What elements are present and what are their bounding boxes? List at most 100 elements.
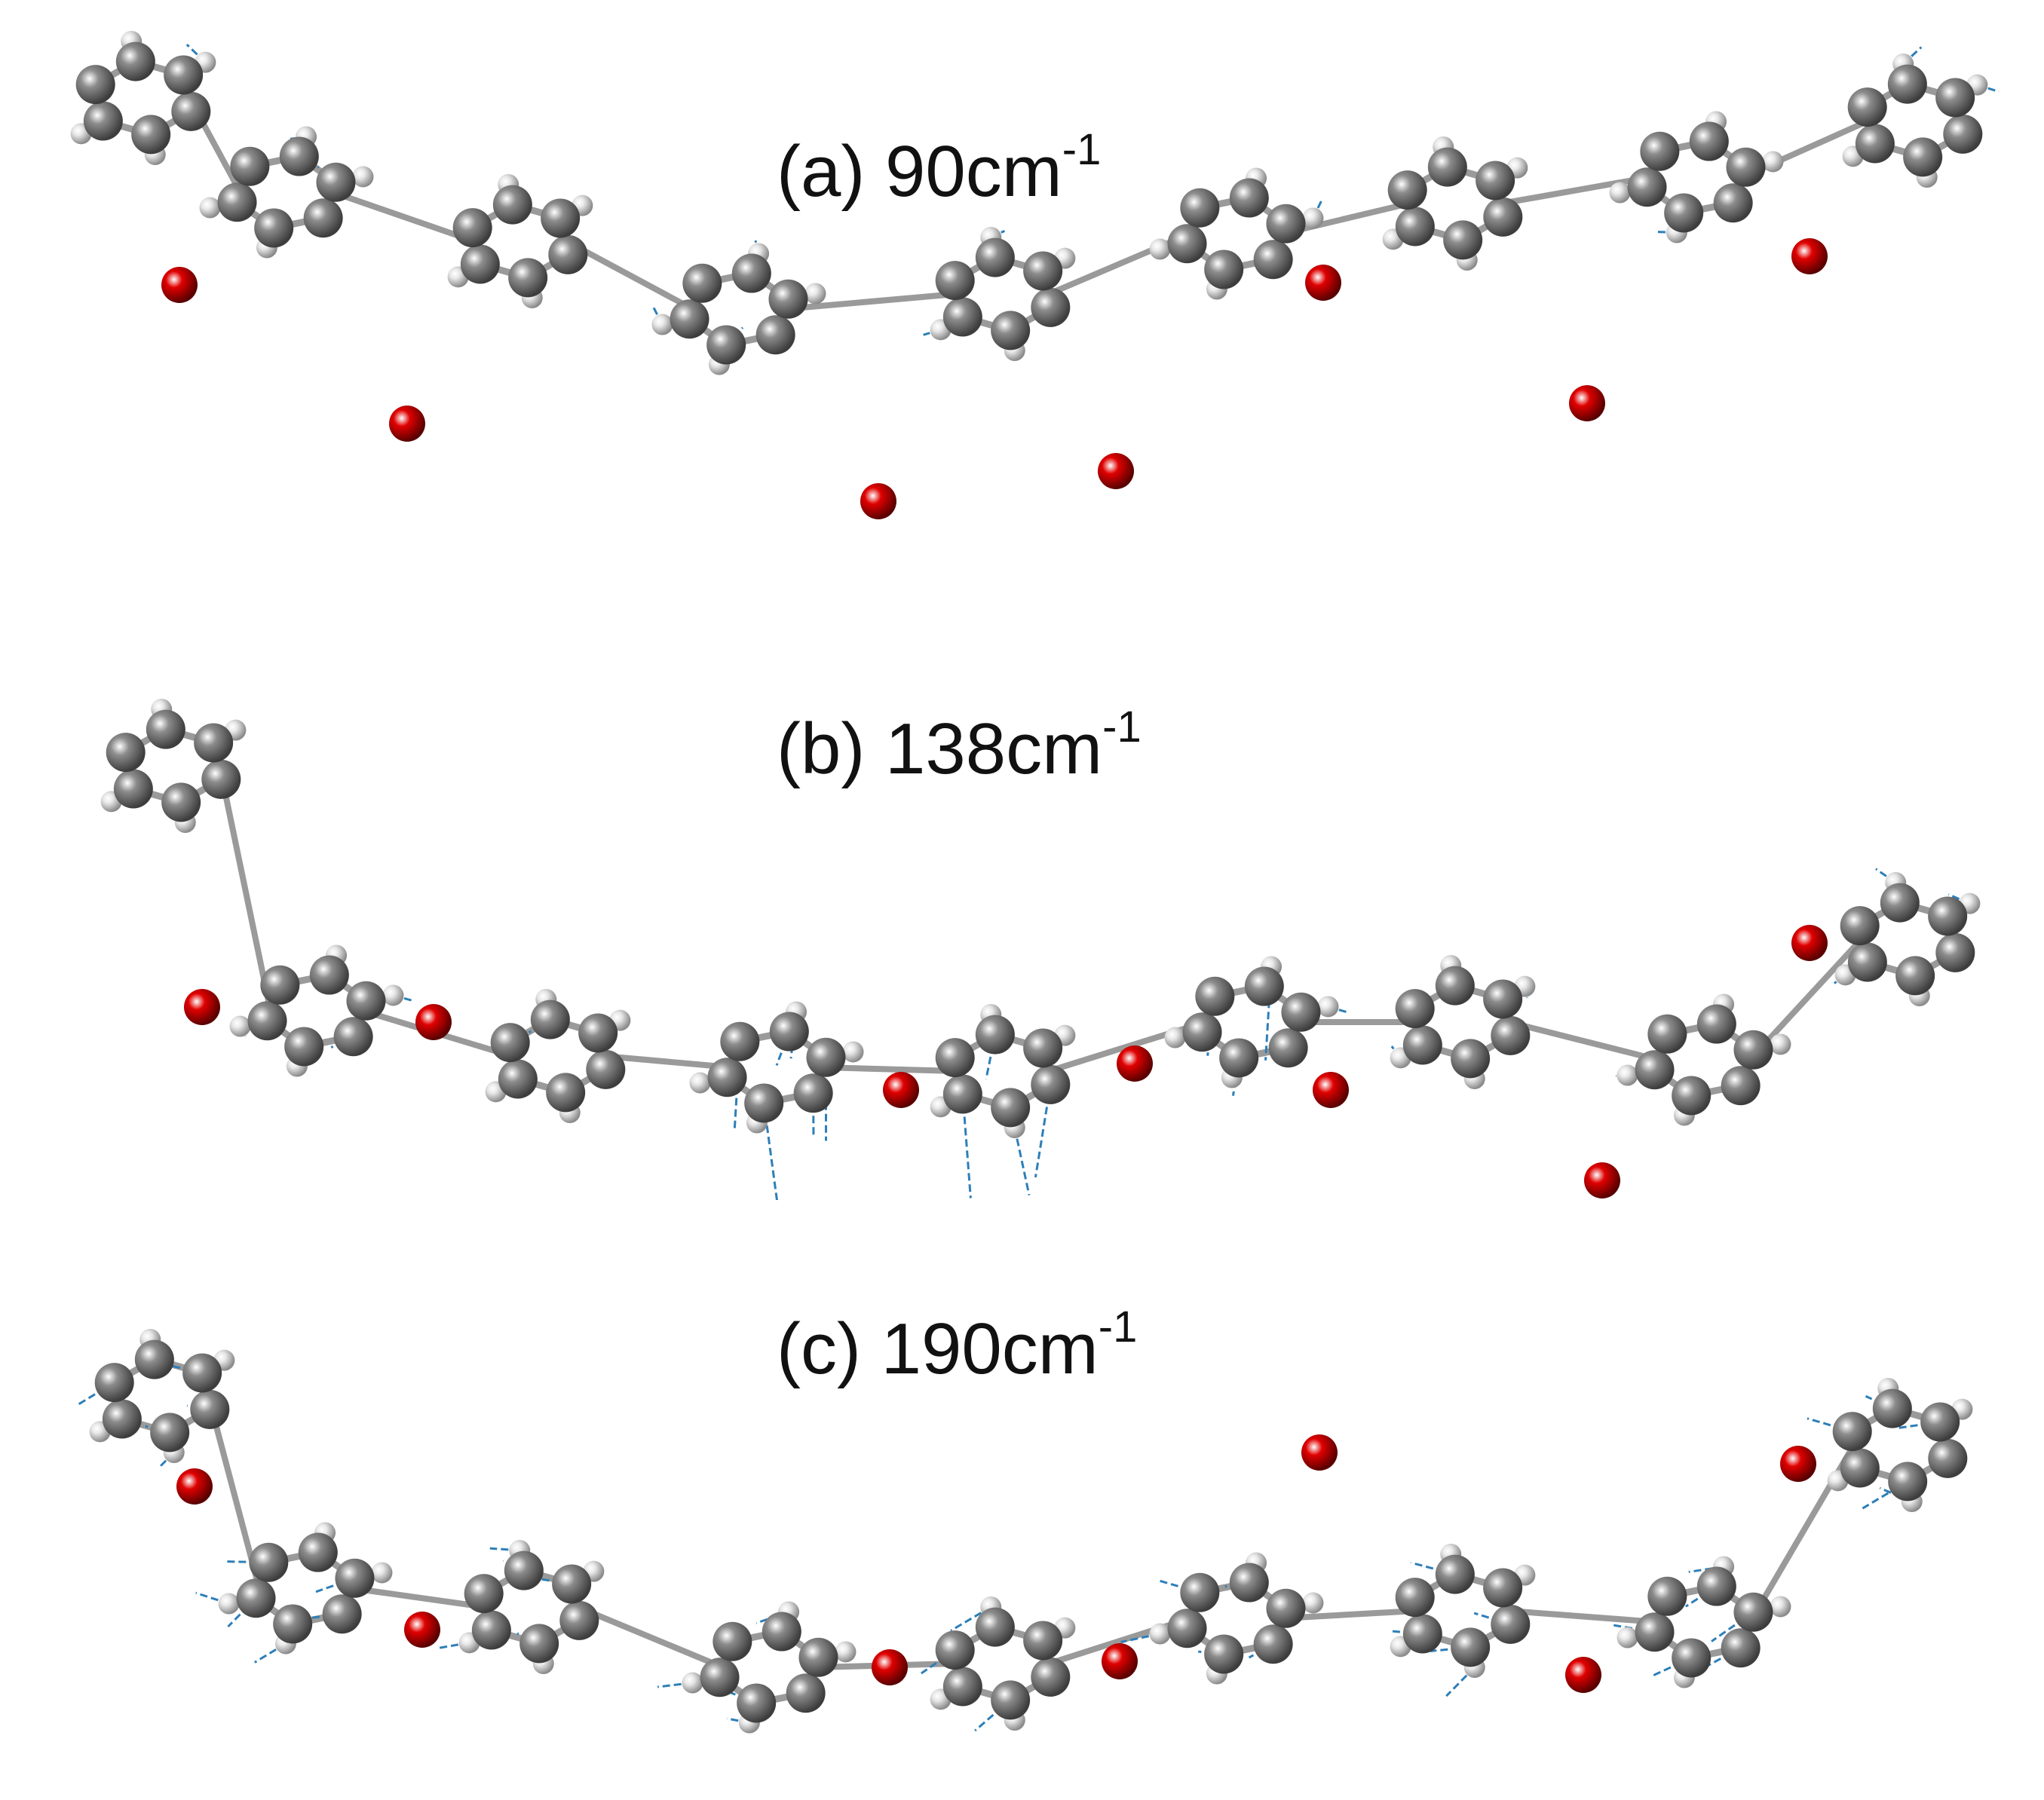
carbon-atom xyxy=(1031,288,1070,327)
carbon-atom xyxy=(1672,1638,1711,1677)
carbon-atom xyxy=(586,1050,625,1089)
carbon-atom xyxy=(1451,1627,1490,1667)
carbon-atom xyxy=(541,198,580,237)
carbon-atom xyxy=(1254,1624,1293,1664)
carbon-atom xyxy=(1647,1015,1687,1054)
carbon-atom xyxy=(806,1038,845,1077)
carbon-atom xyxy=(706,325,746,364)
label-exponent: -1 xyxy=(1099,1303,1138,1352)
carbon-atom xyxy=(114,770,153,809)
panel-a: (a) 90cm-1 xyxy=(0,0,2044,600)
carbon-atom xyxy=(1928,896,1967,935)
oxygen-atom xyxy=(1098,453,1134,489)
carbon-atom xyxy=(190,1390,229,1429)
carbon-atom xyxy=(1903,137,1942,176)
carbon-atom xyxy=(682,264,722,303)
carbon-atom xyxy=(1491,1605,1530,1644)
hydrogen-atom xyxy=(1617,1065,1638,1086)
carbon-atom xyxy=(1672,1076,1711,1115)
carbon-atom xyxy=(936,261,975,300)
carbon-atom xyxy=(453,208,492,247)
carbon-atom xyxy=(552,1564,591,1603)
molecule-a xyxy=(0,0,2044,600)
molecule-c xyxy=(0,1200,2044,1800)
carbon-atom xyxy=(578,1013,617,1052)
carbon-atom xyxy=(1443,220,1482,259)
carbon-atom xyxy=(936,1630,975,1670)
carbon-atom xyxy=(498,1060,538,1099)
carbon-atom xyxy=(1721,1628,1761,1667)
carbon-atom xyxy=(504,1551,544,1590)
hydrogen-atom xyxy=(230,1016,251,1037)
hydrogen-atom xyxy=(652,314,673,335)
carbon-atom xyxy=(1168,1609,1207,1648)
hydrogen-atom xyxy=(371,1562,392,1583)
carbon-atom xyxy=(1733,1030,1773,1070)
carbon-atom xyxy=(76,65,115,104)
oxygen-atom xyxy=(415,1004,452,1040)
carbon-atom xyxy=(304,198,343,237)
carbon-atom xyxy=(1721,1066,1761,1105)
carbon-atom xyxy=(1476,161,1515,200)
carbon-atom xyxy=(1403,1026,1442,1065)
carbon-atom xyxy=(936,1038,975,1077)
atoms xyxy=(90,1329,1973,1734)
panel-label-a: (a) 90cm-1 xyxy=(777,128,1101,208)
carbon-atom xyxy=(991,311,1030,350)
carbon-atom xyxy=(756,315,795,354)
oxygen-atom xyxy=(1305,265,1341,301)
oxygen-atom xyxy=(872,1649,908,1685)
carbon-atom xyxy=(1888,65,1927,104)
hydrogen-atom xyxy=(1762,151,1783,172)
oxygen-atom xyxy=(1780,1446,1816,1482)
carbon-atom xyxy=(1254,240,1293,279)
oxygen-atom xyxy=(404,1612,440,1648)
panel-b: (b) 138cm-1 xyxy=(0,600,2044,1200)
label-text: (b) 138cm xyxy=(777,709,1102,789)
linker-bond xyxy=(219,766,271,1011)
carbon-atom xyxy=(943,1075,982,1114)
carbon-atom xyxy=(1690,122,1729,161)
carbon-atom xyxy=(1840,1449,1880,1488)
carbon-atom xyxy=(1436,966,1475,1006)
oxygen-atom xyxy=(1584,1162,1620,1198)
carbon-atom xyxy=(1031,1658,1070,1697)
oxygen-atom xyxy=(184,989,220,1025)
carbon-atom xyxy=(531,1000,570,1039)
oxygen-atom xyxy=(1791,925,1828,961)
carbon-atom xyxy=(150,1413,189,1452)
carbon-atom xyxy=(1483,979,1522,1018)
carbon-atom xyxy=(146,710,185,749)
carbon-atom xyxy=(182,1353,222,1392)
hydrogen-atom xyxy=(200,197,221,219)
hydrogen-atom xyxy=(1165,1027,1186,1048)
hydrogen-atom xyxy=(682,1673,703,1694)
carbon-atom xyxy=(1697,1005,1736,1044)
carbon-atom xyxy=(744,1083,783,1122)
carbon-atom xyxy=(1628,167,1667,207)
carbon-atom xyxy=(116,42,155,81)
carbon-atom xyxy=(1269,1028,1308,1067)
carbon-atom xyxy=(1635,1612,1675,1652)
carbon-atom xyxy=(472,1611,511,1650)
carbon-atom xyxy=(299,1533,338,1572)
carbon-atom xyxy=(161,782,201,822)
carbon-atom xyxy=(700,1658,740,1697)
carbon-atom xyxy=(248,1001,287,1040)
carbon-atom xyxy=(1396,207,1435,246)
oxygen-atom xyxy=(389,406,425,442)
panel-c: (c) 190cm-1 xyxy=(0,1200,2044,1800)
carbon-atom xyxy=(254,208,293,247)
hydrogen-atom xyxy=(690,1073,711,1094)
carbon-atom xyxy=(260,966,299,1005)
carbon-atom xyxy=(334,1017,373,1056)
oxygen-atom xyxy=(1791,238,1828,274)
oxygen-atom xyxy=(860,483,896,519)
carbon-atom xyxy=(1895,956,1935,995)
oxygen-atom xyxy=(176,1468,213,1505)
carbon-atom xyxy=(708,1058,747,1097)
carbon-atom xyxy=(237,1578,276,1618)
carbon-atom xyxy=(135,1340,174,1379)
carbon-atom xyxy=(1266,1589,1305,1628)
carbon-atom xyxy=(284,1027,323,1066)
